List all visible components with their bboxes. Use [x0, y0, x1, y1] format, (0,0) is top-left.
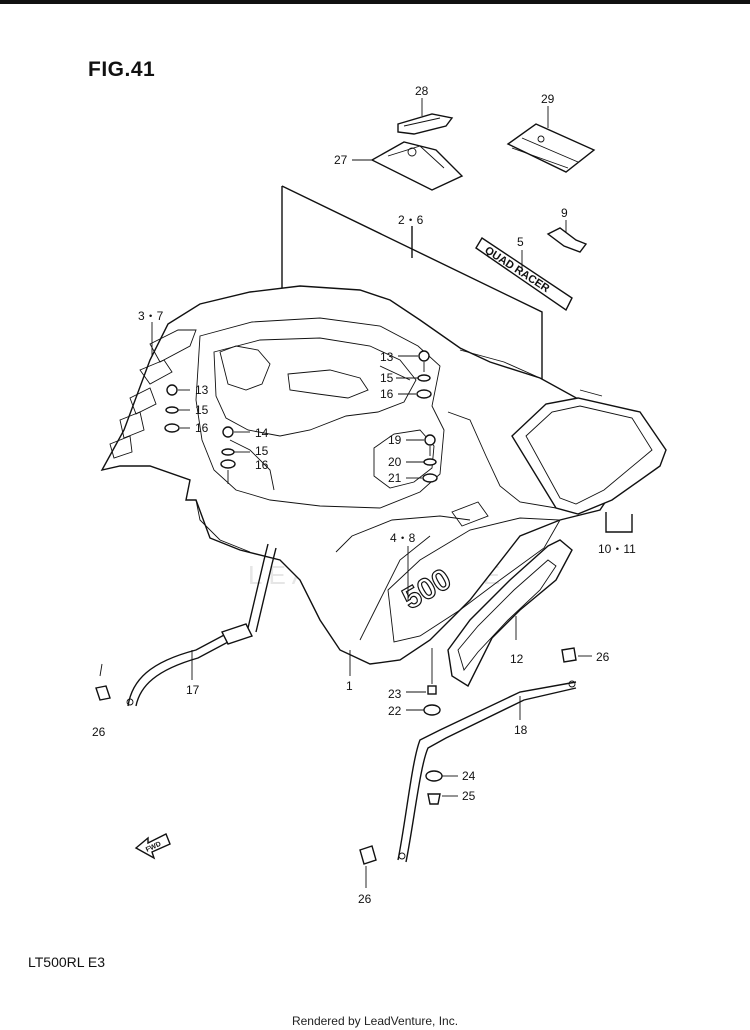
callout-15-right: 15 — [380, 371, 394, 385]
part-27-cover — [352, 141, 464, 191]
part-29-pad — [506, 106, 596, 173]
callout-5: 5 — [517, 235, 524, 249]
callout-9: 9 — [561, 206, 568, 220]
callout-1: 1 — [346, 679, 353, 693]
hardware-right-group — [379, 350, 438, 483]
leader-lines — [151, 322, 409, 676]
parts-26-pads — [95, 647, 592, 888]
hardware-left-group — [164, 384, 250, 484]
callout-28: 28 — [415, 84, 429, 98]
callout-13-right: 13 — [380, 350, 394, 364]
callout-26-right: 26 — [596, 650, 610, 664]
callout-15-left: 15 — [195, 403, 209, 417]
callout-19: 19 — [388, 433, 402, 447]
callout-26-bottom: 26 — [358, 892, 372, 906]
callout-27: 27 — [334, 153, 348, 167]
callout-21: 21 — [388, 471, 402, 485]
callout-25: 25 — [462, 789, 476, 803]
callout-15-mid: 15 — [255, 444, 269, 458]
figure-title: FIG.41 — [88, 58, 156, 81]
fwd-arrow-icon: FWD — [134, 833, 171, 860]
callout-22: 22 — [388, 704, 402, 718]
part-28-strap — [397, 98, 454, 135]
callout-16-mid: 16 — [255, 458, 269, 472]
callout-12: 12 — [510, 652, 524, 666]
callout-10-11: 10・11 — [598, 542, 636, 556]
callout-23: 23 — [388, 687, 402, 701]
footer-credit: Rendered by LeadVenture, Inc. — [291, 1014, 459, 1028]
callout-20: 20 — [388, 455, 402, 469]
part-1-rear-fender: 500 — [100, 285, 621, 665]
leader-2-6 — [281, 185, 543, 388]
callout-3-7: 3・7 — [138, 309, 164, 323]
callout-26-left: 26 — [92, 725, 106, 739]
callout-17: 17 — [186, 683, 200, 697]
part-18-right-brace — [397, 680, 577, 863]
part-10-11-panel — [511, 389, 667, 533]
callout-4-8: 4・8 — [390, 531, 416, 545]
part-17-left-brace — [126, 543, 277, 707]
model-code-label: LT500RL E3 — [28, 954, 106, 970]
part-9-emblem — [546, 220, 588, 253]
callout-2-6: 2・6 — [398, 213, 424, 227]
callout-29: 29 — [541, 92, 555, 106]
callout-24: 24 — [462, 769, 476, 783]
callout-labels: 28 29 27 2・6 9 5 3・7 13 15 16 14 15 16 1… — [92, 84, 636, 906]
callout-14: 14 — [255, 426, 269, 440]
top-border-rule — [0, 0, 750, 4]
callout-13-left: 13 — [195, 383, 209, 397]
part-12-500-decal — [447, 539, 573, 688]
callout-16-right: 16 — [380, 387, 394, 401]
parts-22-25-grommets — [406, 648, 458, 805]
callout-18: 18 — [514, 723, 528, 737]
callout-16-left: 16 — [195, 421, 209, 435]
part-5-quad-racer-decal: QUAD RACER — [475, 237, 573, 312]
